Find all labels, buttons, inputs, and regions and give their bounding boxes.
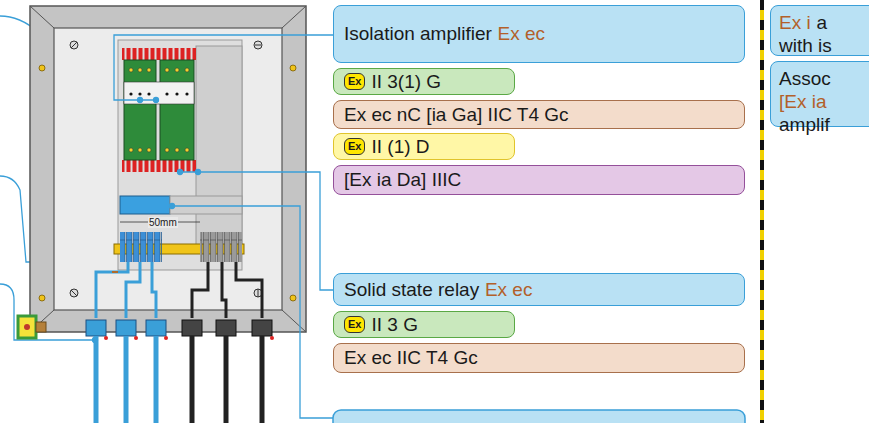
node-text: amplif: [779, 114, 869, 137]
node-text: Ex ec IIC T4 Gc: [344, 347, 478, 369]
wires: [96, 262, 262, 318]
marking-box: [Ex ia Da] IIIC: [333, 165, 745, 195]
device-box: Isolation amplifier Ex ec: [333, 5, 745, 63]
ex-mark: Ex: [344, 316, 365, 332]
marking-box: Ex ec IIC T4 Gc: [333, 343, 745, 373]
marking-box: Ex II 3(1) G: [333, 68, 515, 95]
zone-boundary: [760, 0, 764, 423]
earth-tag: [18, 316, 46, 338]
node-text: Isolation amplifier: [344, 23, 492, 45]
cable-glands: [86, 320, 274, 423]
node-text: Assoc: [779, 68, 869, 91]
terminal-blocks: [200, 232, 242, 262]
zone-boundary: [760, 0, 764, 423]
note-box: Assoc[Ex iaamplif: [770, 61, 869, 127]
dimension-label: 50mm: [148, 217, 178, 228]
cut-box: [333, 410, 745, 423]
ex-mark: Ex: [344, 73, 365, 89]
device-box: Solid state relay Ex ec: [333, 273, 745, 306]
node-text: Ex ec: [485, 279, 533, 301]
din-modules: [122, 48, 196, 172]
leader-line: [114, 35, 333, 418]
enclosure: [30, 6, 306, 332]
node-text: a: [816, 12, 827, 33]
node-text: Ex ec nC [ia Ga] IIC T4 Gc: [344, 104, 569, 126]
node-text: II 3 G: [371, 314, 417, 336]
node-text: II (1) D: [371, 136, 429, 158]
node-text: Solid state relay: [344, 279, 479, 301]
note-box: Ex iawith is: [770, 5, 869, 56]
terminal-blocks: [120, 232, 162, 262]
node-text: II 3(1) G: [371, 71, 441, 93]
node-text: with is: [779, 35, 869, 58]
ex-mark: Ex: [344, 138, 365, 154]
node-text: [Ex ia Da] IIIC: [344, 169, 461, 191]
label-holder: [120, 196, 170, 214]
cable-duct: [196, 46, 242, 246]
marking-box: Ex ec nC [ia Ga] IIC T4 Gc: [333, 100, 745, 129]
node-text: [Ex ia: [779, 91, 869, 114]
marking-box: Ex II (1) D: [333, 133, 515, 160]
node-text: Ex i: [779, 12, 811, 33]
marking-box: Ex II 3 G: [333, 311, 515, 338]
node-text: Ex ec: [498, 23, 546, 45]
